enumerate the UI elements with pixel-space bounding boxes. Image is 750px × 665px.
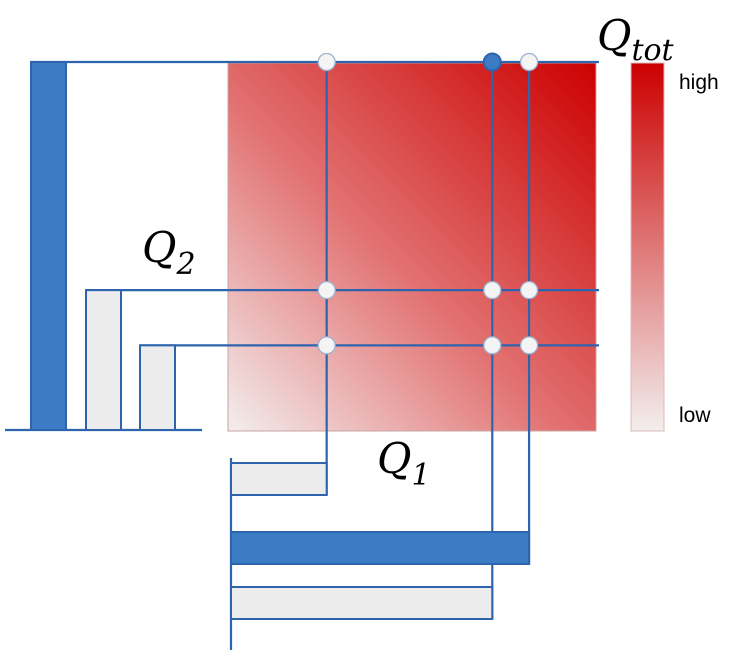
joint-action-node xyxy=(317,336,336,355)
q2-label: Q2 xyxy=(142,223,196,282)
joint-action-node-max xyxy=(482,52,502,72)
q-tot-heatmap xyxy=(227,62,597,432)
joint-action-node xyxy=(519,281,539,300)
joint-action-node xyxy=(317,52,336,72)
q2-bar xyxy=(85,289,122,431)
joint-action-node xyxy=(519,336,539,355)
joint-action-nodes xyxy=(317,52,539,355)
action-bars xyxy=(30,61,531,620)
joint-action-node xyxy=(483,336,502,355)
legend-low-label: low xyxy=(679,404,711,427)
joint-action-node xyxy=(483,281,502,300)
q1-label: Q1 xyxy=(377,434,431,493)
q2-bar xyxy=(139,344,176,431)
q1-bar xyxy=(230,586,494,620)
legend-colorbar xyxy=(630,62,665,432)
joint-action-node xyxy=(317,281,336,300)
q1-bar xyxy=(230,462,328,496)
legend-high-label: high xyxy=(679,71,719,94)
q1-bar-selected xyxy=(230,531,531,565)
q2-bar-selected xyxy=(30,61,67,431)
q-tot-label: Qtot xyxy=(597,11,675,68)
joint-action-node xyxy=(519,52,539,72)
